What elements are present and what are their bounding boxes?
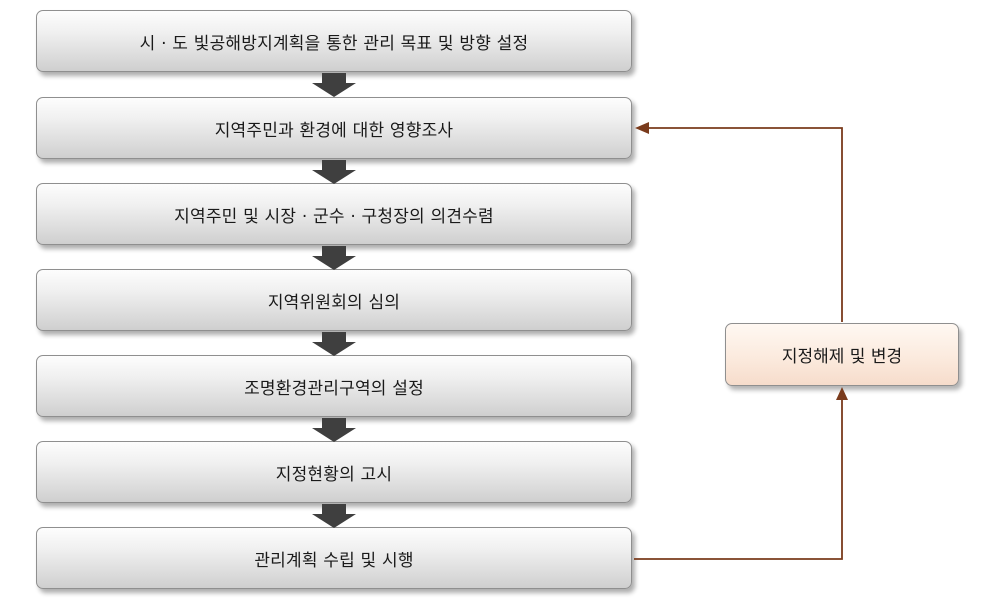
down-arrow-icon [312, 418, 356, 442]
step-4-label: 지역위원회의 심의 [267, 292, 401, 313]
step-1-goal-setting: 시 · 도 빛공해방지계획을 통한 관리 목표 및 방향 설정 [36, 10, 632, 72]
feedback-line-back [648, 127, 843, 322]
step-1-label: 시 · 도 빛공해방지계획을 통한 관리 목표 및 방향 설정 [139, 33, 529, 54]
step-3-opinion-collection: 지역주민 및 시장 · 군수 · 구청장의 의견수렴 [36, 183, 632, 245]
step-6-public-notice: 지정현황의 고시 [36, 441, 632, 503]
down-arrow-icon [312, 246, 356, 270]
step-7-label: 관리계획 수립 및 시행 [254, 550, 414, 571]
step-2-label: 지역주민과 환경에 대한 영향조사 [214, 120, 454, 141]
arrowhead-left-icon [635, 122, 649, 134]
feedback-line-up [634, 399, 843, 560]
down-arrow-icon [312, 332, 356, 356]
step-3-label: 지역주민 및 시장 · 군수 · 구청장의 의견수렴 [174, 206, 494, 227]
down-arrow-icon [312, 504, 356, 528]
arrowhead-up-icon [836, 387, 848, 400]
down-arrow-icon [312, 160, 356, 184]
step-4-committee-review: 지역위원회의 심의 [36, 269, 632, 331]
step-7-plan-implementation: 관리계획 수립 및 시행 [36, 527, 632, 589]
step-5-zone-designation: 조명환경관리구역의 설정 [36, 355, 632, 417]
step-5-label: 조명환경관리구역의 설정 [244, 378, 424, 399]
step-2-impact-survey: 지역주민과 환경에 대한 영향조사 [36, 97, 632, 159]
down-arrow-icon [312, 73, 356, 97]
side-box-revocation-change: 지정해제 및 변경 [725, 323, 959, 386]
side-box-label: 지정해제 및 변경 [781, 347, 903, 367]
step-6-label: 지정현황의 고시 [275, 464, 393, 485]
